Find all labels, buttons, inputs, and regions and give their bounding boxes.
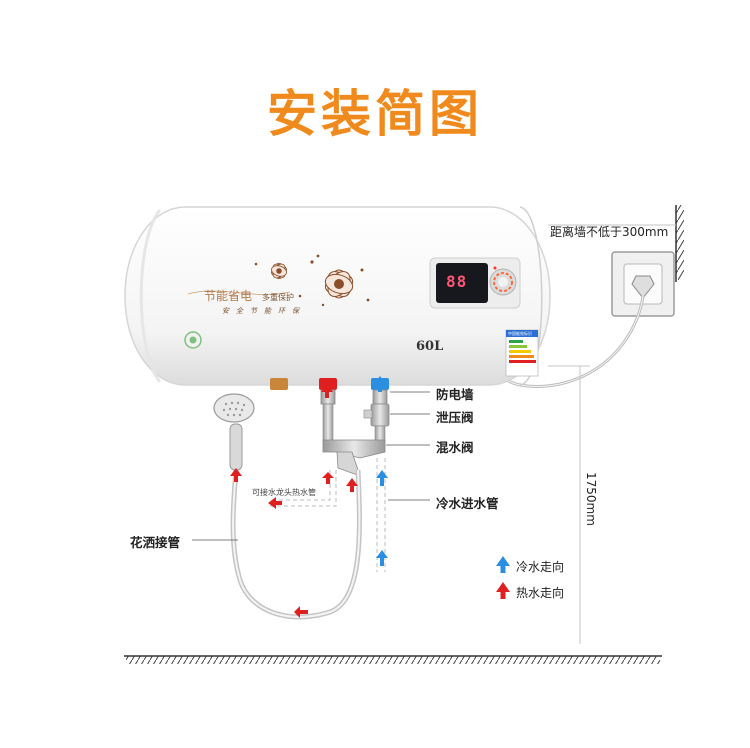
energy-label-header — [506, 330, 538, 337]
shower-hose-highlight — [232, 467, 361, 618]
anti-electric-wall-cold — [372, 389, 388, 405]
legend-hot-label: 热水走向 — [516, 586, 565, 600]
brand-subtext: 多重保护 — [262, 293, 294, 302]
control-knob-center — [498, 277, 508, 287]
faucet-note-label: 可接水龙头热水管 — [252, 488, 316, 497]
indicator-light — [493, 266, 497, 270]
mixing-valve-label: 混水阀 — [436, 440, 474, 455]
temperature-display: 88 — [446, 272, 468, 291]
hot-outlet-fitting — [319, 378, 337, 390]
energy-label-bar-5 — [509, 360, 536, 363]
energy-label-bar-3 — [509, 350, 531, 353]
energy-label-bar-1 — [509, 340, 523, 343]
cold-flow-arrows — [374, 376, 388, 566]
shower-head-icon — [213, 393, 255, 423]
pressure-relief-valve-cap — [363, 409, 373, 419]
brand-text: 节能省电 — [204, 289, 253, 303]
tank-left-shade — [139, 209, 162, 383]
capacity-label: 60L — [416, 339, 444, 354]
anti-electric-wall-label: 防电墙 — [436, 387, 474, 402]
hot-pipe-vertical — [322, 403, 334, 443]
cold-inlet-pipe-label: 冷水进水管 — [436, 496, 499, 511]
wall — [676, 205, 684, 280]
pressure-relief-valve-label: 泄压阀 — [436, 410, 474, 425]
shower-head-holes — [222, 401, 246, 417]
energy-label-bar-4 — [509, 355, 534, 358]
power-cord-highlight — [504, 295, 644, 387]
mixing-valve — [322, 439, 386, 459]
flower-decoration-icon — [187, 254, 370, 307]
page-title: 安装简图 — [267, 85, 483, 143]
shower-hose-label: 花洒接管 — [130, 535, 181, 550]
legend-cold-label: 冷水走向 — [516, 560, 565, 574]
brand-slogan: 安全节能环保 — [222, 307, 306, 315]
hot-flow-arrows — [230, 384, 358, 618]
faucet-branch-pipe-2 — [270, 470, 337, 507]
brand-logo-inner — [189, 336, 197, 344]
control-knob-ring — [493, 272, 513, 292]
energy-label-text: 中国能效标识 — [508, 331, 532, 336]
legend-cold-arrow-icon — [496, 556, 510, 573]
pressure-relief-valve — [370, 403, 390, 427]
power-plug — [631, 275, 655, 299]
shower-handle — [229, 423, 243, 471]
height-dimension-label: 1750mm — [584, 472, 598, 526]
digital-display-screen — [436, 263, 488, 303]
wall-distance-label: 距离墙不低于300mm — [550, 225, 669, 239]
legend-hot-arrow-icon — [496, 582, 510, 599]
ground-hatch — [126, 656, 660, 664]
left-outlet-fitting — [270, 378, 288, 390]
energy-label-bar-2 — [509, 345, 527, 348]
